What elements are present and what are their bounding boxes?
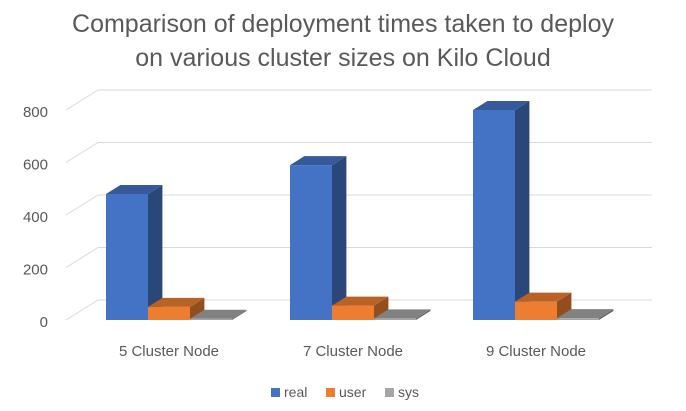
y-tick-label: 200 <box>23 262 48 279</box>
bar-side-sys <box>416 309 431 320</box>
gridline-side <box>65 89 99 111</box>
y-tick-label: 400 <box>23 209 48 226</box>
bar-real <box>473 110 515 320</box>
legend-label-user: user <box>339 384 367 400</box>
bar-side-real <box>148 185 163 320</box>
legend-swatch-real <box>271 388 280 397</box>
bar-real <box>290 165 332 320</box>
legend-swatch-user <box>326 388 335 397</box>
bar-side-user <box>190 297 205 320</box>
y-tick-label: 0 <box>40 314 48 331</box>
chart-title-line-1: Comparison of deployment times taken to … <box>72 10 614 38</box>
bar-real <box>106 194 148 320</box>
x-tick-label: 7 Cluster Node <box>303 343 403 360</box>
bar-side-sys <box>232 309 247 320</box>
bar-top-sys <box>190 309 247 319</box>
legend-label-sys: sys <box>398 384 419 400</box>
gridline-side <box>65 299 99 321</box>
y-tick-label: 600 <box>23 157 48 174</box>
bar-side-sys <box>599 309 614 320</box>
bar-top-sys <box>374 309 431 319</box>
bar-user <box>148 306 190 320</box>
bar-side-user <box>374 296 389 320</box>
chart-title-line-2: on various cluster sizes on Kilo Cloud <box>135 44 551 72</box>
bar-side-real <box>515 101 530 320</box>
bar-user <box>515 301 557 320</box>
bar-top-real <box>290 156 347 166</box>
bar-side-real <box>332 156 347 320</box>
bar-top-user <box>148 297 205 307</box>
legend-swatch-sys <box>385 388 394 397</box>
bar-top-user <box>515 292 572 302</box>
gridline-side <box>65 142 99 163</box>
bar-sys <box>374 318 416 320</box>
y-tick-label: 800 <box>23 104 48 121</box>
x-tick-label: 9 Cluster Node <box>486 343 586 360</box>
x-tick-label: 5 Cluster Node <box>119 343 219 360</box>
bar-user <box>332 305 374 320</box>
bar-top-sys <box>557 309 614 319</box>
bar-top-user <box>332 296 389 306</box>
legend-label-real: real <box>284 384 307 400</box>
gridline-side <box>65 247 99 268</box>
bar-top-real <box>473 101 530 110</box>
bar-sys <box>190 318 232 320</box>
bar-sys <box>557 318 599 320</box>
bar-top-real <box>106 185 163 194</box>
gridline-side <box>65 194 99 216</box>
